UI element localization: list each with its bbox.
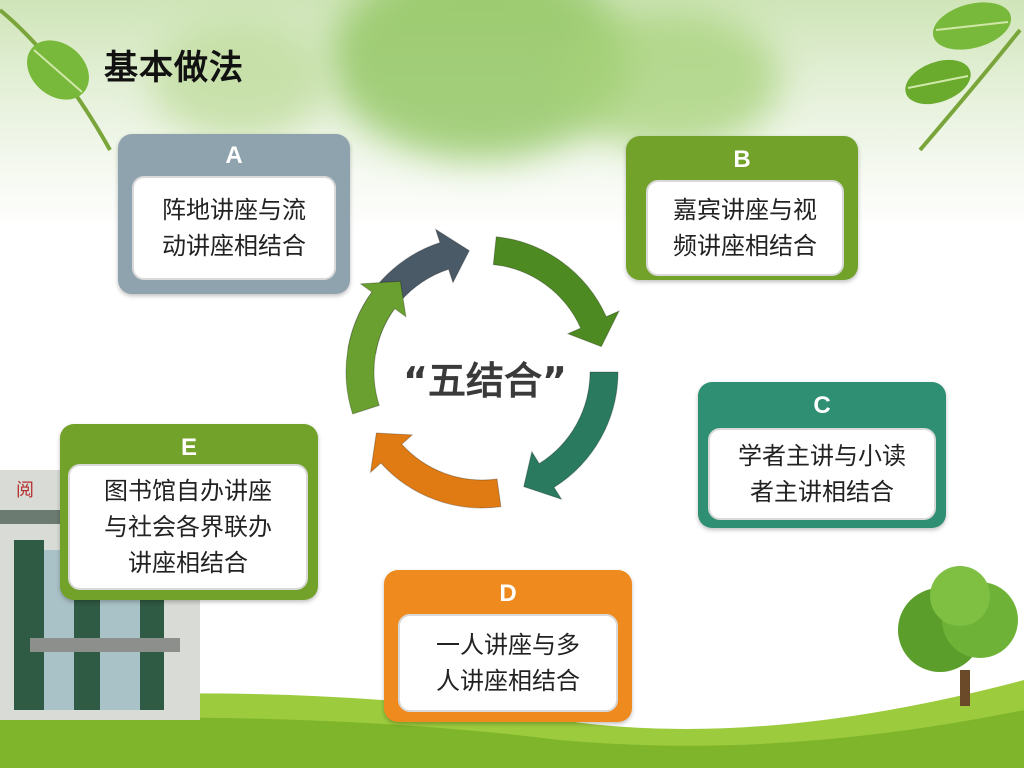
card-text-line: 人讲座相结合 (436, 667, 580, 695)
card-b: B 嘉宾讲座与视 频讲座相结合 (626, 136, 858, 280)
cycle-arrow (369, 432, 502, 509)
card-text-line: 与社会各界联办 (104, 513, 272, 541)
cycle-arrow (523, 371, 619, 501)
card-letter: B (733, 146, 751, 173)
card-text-line: 频讲座相结合 (673, 232, 817, 260)
card-text-line: 学者主讲与小读 (738, 442, 906, 470)
background-foliage (150, 20, 330, 140)
card-text-box: 阵地讲座与流 动讲座相结合 (132, 176, 336, 280)
cycle-arrow (345, 280, 407, 415)
card-text: 学者主讲与小读 者主讲相结合 (730, 438, 914, 510)
center-label: “五结合” (403, 359, 567, 403)
card-text-line: 图书馆自办讲座 (104, 477, 272, 505)
card-text-line: 动讲座相结合 (162, 232, 306, 260)
leaf-decoration (905, 2, 1022, 152)
card-text-box: 一人讲座与多 人讲座相结合 (398, 614, 618, 712)
card-text-line: 讲座相结合 (128, 549, 248, 577)
card-text: 一人讲座与多 人讲座相结合 (428, 627, 588, 699)
card-text-line: 嘉宾讲座与视 (673, 196, 817, 224)
card-letter: C (813, 392, 831, 419)
card-text-line: 一人讲座与多 (436, 631, 580, 659)
card-letter: D (499, 580, 517, 607)
tree-decoration (898, 566, 1018, 706)
card-e: E 图书馆自办讲座 与社会各界联办 讲座相结合 (60, 424, 318, 600)
background-foliage (560, 10, 780, 150)
card-letter: A (225, 142, 243, 169)
svg-text:阅: 阅 (16, 480, 34, 501)
background-grass (0, 680, 1024, 768)
card-text-box: 图书馆自办讲座 与社会各界联办 讲座相结合 (68, 464, 308, 590)
card-text-line: 阵地讲座与流 (162, 196, 306, 224)
card-text-box: 学者主讲与小读 者主讲相结合 (708, 428, 936, 520)
card-a: A 阵地讲座与流 动讲座相结合 (118, 134, 350, 294)
card-text: 嘉宾讲座与视 频讲座相结合 (665, 192, 825, 264)
cycle-arrow (492, 236, 621, 348)
card-text-line: 者主讲相结合 (750, 478, 894, 506)
page-title: 基本做法 (104, 48, 244, 88)
leaf-decoration (0, 8, 112, 151)
card-text: 图书馆自办讲座 与社会各界联办 讲座相结合 (96, 473, 280, 581)
card-text-box: 嘉宾讲座与视 频讲座相结合 (646, 180, 844, 276)
card-letter: E (180, 434, 197, 461)
card-d: D 一人讲座与多 人讲座相结合 (384, 570, 632, 722)
card-c: C 学者主讲与小读 者主讲相结合 (698, 382, 946, 528)
card-text: 阵地讲座与流 动讲座相结合 (154, 192, 314, 264)
